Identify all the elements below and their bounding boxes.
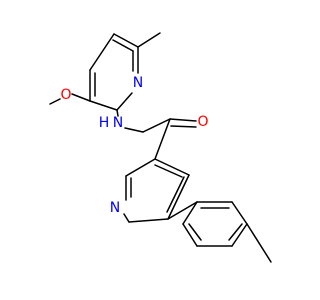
methoxy-bond [49,98,61,105]
methyl-bond [137,32,161,48]
amide-bond [116,109,119,117]
ring-bond [113,33,139,48]
ring-bond [182,201,198,225]
ring-bond [182,223,198,247]
bond-lines [49,32,272,263]
ring-bond [125,158,156,177]
ring-bond [231,223,248,247]
carbonyl-bond [142,118,171,133]
double-bond-inner [228,223,243,241]
double-bond-inner [166,176,185,213]
biaryl-bond [167,201,198,220]
methoxy-oxygen-label: O [60,87,71,103]
ring-bond [89,33,115,71]
amide-bond [124,127,144,133]
amide-hydrogen-label: H [99,115,110,131]
lower-ring-nitrogen-label: N [110,200,120,216]
double-bond-inner [154,164,183,178]
double-bond-inner [112,39,134,52]
ring-bond [154,158,190,176]
ring-link-bond [154,118,171,160]
carbonyl-oxygen-label: O [197,114,208,130]
carbonyl-bond [169,118,197,122]
upper-ring-nitrogen-label: N [133,75,143,91]
ring-bond [123,213,130,223]
ring-bond [231,201,248,225]
double-bond-inner [188,223,202,241]
ring-bond [89,100,118,111]
ring-bond [167,174,190,220]
ring-bond [128,218,169,223]
amide-nitrogen-label: N [113,115,123,131]
structure-diagram: O N N H O N [49,32,272,263]
methyl-bond [246,223,272,263]
atom-labels: O N N H O N [60,75,208,216]
ring-bond [116,92,133,111]
methoxy-bond [71,93,91,102]
carbonyl-bond [170,125,197,128]
